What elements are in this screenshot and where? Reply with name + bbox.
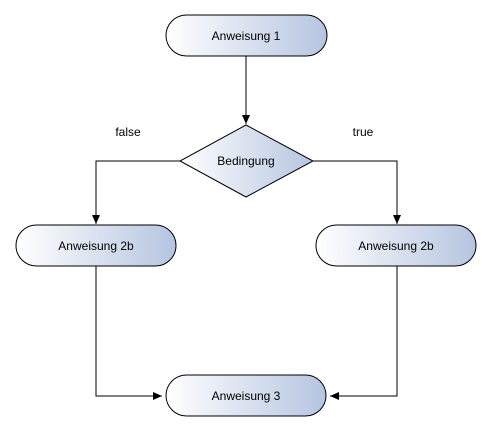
node-condition: Bedingung <box>178 124 315 198</box>
node-end: Anweisung 3 <box>165 374 327 417</box>
edge-condition-true <box>313 160 401 224</box>
edge-right-to-end <box>330 266 398 400</box>
edge-left-to-end <box>95 266 162 400</box>
node-start-label: Anweisung 1 <box>212 29 281 43</box>
node-right-branch-label: Anweisung 2b <box>358 239 434 253</box>
true-label: true <box>353 125 374 139</box>
node-left-branch: Anweisung 2b <box>15 224 177 267</box>
false-label: false <box>115 125 141 139</box>
node-end-label: Anweisung 3 <box>212 389 281 403</box>
node-left-branch-label: Anweisung 2b <box>58 239 134 253</box>
node-right-branch: Anweisung 2b <box>315 224 477 267</box>
node-start: Anweisung 1 <box>165 14 328 57</box>
edge-condition-false <box>92 160 180 224</box>
node-condition-label: Bedingung <box>217 154 274 168</box>
